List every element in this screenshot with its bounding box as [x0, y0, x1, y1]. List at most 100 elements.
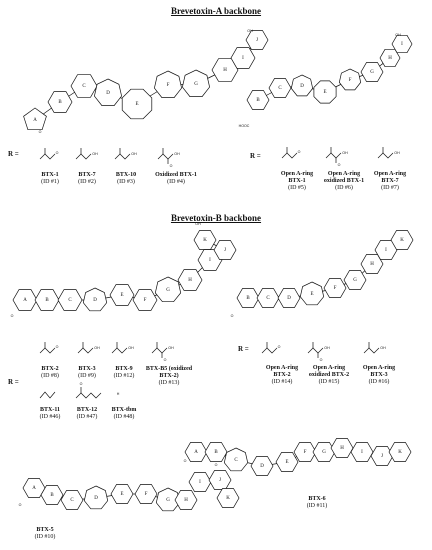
b-open-ring [360, 254, 384, 274]
heading-brevetoxin-a: Brevetoxin-A backbone [170, 6, 262, 16]
r-group-bond [363, 347, 380, 354]
ring-letter: D [260, 464, 264, 469]
ring-letter: E [285, 460, 288, 465]
btx6-ring [223, 447, 249, 472]
compound-label: BTX-3(ID #9) [78, 366, 96, 379]
compound-label: Open A-ring BTX-7(ID #7) [373, 171, 407, 191]
r-group-bond [325, 152, 342, 159]
compound-label: Oxidized BTX-1(ID #4) [155, 172, 197, 185]
a-backbone-ring [154, 70, 182, 98]
compound-label: BTX-9(ID #12) [113, 366, 135, 379]
ring-letter: G [166, 498, 170, 503]
ring-letter: C [68, 298, 72, 303]
a-open-ring [360, 62, 384, 82]
ring-letter: J [224, 248, 226, 253]
b-backbone-ring [213, 240, 237, 260]
ring-letter: D [287, 296, 291, 301]
ring-letter: J [256, 38, 258, 43]
hydroxyl-label: OH [324, 346, 330, 350]
ring-letter: C [266, 296, 270, 301]
ring-letter: A [32, 486, 36, 491]
hydroxyl-label: OH [128, 346, 134, 350]
ring-letter: A [33, 118, 37, 123]
oxygen-label: O [56, 345, 59, 349]
oxygen-label: O [11, 314, 14, 318]
compound-label: BTX-5(ID #10) [34, 527, 56, 540]
oxygen-label: O [80, 382, 83, 386]
r-group-bond [39, 153, 56, 160]
btx6-ring [275, 452, 299, 472]
r-group-bond [39, 347, 56, 354]
ring-letter: C [82, 84, 86, 89]
btx5-ring [110, 484, 134, 504]
oxygen-label: O [231, 314, 234, 318]
ring-letter: D [93, 298, 97, 303]
btx5-ring [60, 490, 84, 510]
ring-letter: K [400, 238, 404, 243]
compound-label: Open A-ring oxidized BTX-1(ID #6) [323, 171, 365, 191]
oxygen-label: O [215, 463, 218, 467]
r-group-bond [77, 347, 94, 354]
hydroxyl-label: OH [247, 29, 253, 33]
ring-letter: H [388, 56, 392, 61]
b-open-ring [374, 240, 398, 260]
a-backbone-ring [182, 69, 210, 97]
hydroxyl-label: OH [94, 346, 100, 350]
b-backbone-ring [193, 230, 217, 250]
ring-letter: H [370, 262, 374, 267]
compound-label: Open A-ring oxidized BTX-2(ID #15) [308, 365, 350, 385]
oxygen-label: O [39, 130, 42, 134]
ring-letter: F [349, 78, 352, 83]
compound-label: BTX-12(ID #47) [76, 407, 98, 420]
b-backbone-ring [82, 287, 108, 312]
oxygen-label: O [278, 345, 281, 349]
a-open-ring [379, 48, 401, 68]
ring-letter: F [167, 83, 170, 88]
ring-letter: E [135, 102, 138, 107]
hydroxyl-label: OH [394, 151, 400, 155]
compound-label: BTX-B5 (oxidized BTX-2)(ID #13) [145, 366, 193, 386]
ring-letter: H [188, 278, 192, 283]
hydroxyl-label: OH [168, 346, 174, 350]
r-group-bond [307, 347, 324, 354]
compound-label: BTX-2(ID #8) [41, 366, 59, 379]
a-backbone-ring [47, 91, 73, 113]
r-label-b-open: R = [238, 345, 249, 353]
ring-letter: B [45, 298, 49, 303]
ring-letter: G [166, 288, 170, 293]
a-backbone-ring [121, 88, 153, 120]
oxygen-label: O [170, 164, 173, 168]
b-open-ring [277, 288, 301, 308]
a-backbone-ring [94, 78, 122, 106]
a-backbone-ring [211, 58, 239, 82]
ring-letter: C [278, 86, 282, 91]
b-backbone-ring [132, 289, 158, 311]
a-open-ring [290, 74, 314, 97]
hydrogen-label: H [117, 392, 120, 396]
r-group-bond [39, 391, 56, 399]
ring-letter: K [203, 238, 207, 243]
b-backbone-ring [154, 276, 182, 303]
oxygen-label: O [338, 163, 341, 167]
compound-label: Open A-ring BTX-3(ID #16) [362, 365, 396, 385]
r-group-bond [111, 347, 128, 354]
ring-letter: B [246, 296, 250, 301]
ring-letter: C [234, 458, 238, 463]
compound-label: Open A-ring BTX-1(ID #5) [280, 171, 314, 191]
ring-letter: E [120, 293, 123, 298]
a-open-ring [391, 34, 413, 54]
hydroxyl-label: OH [92, 152, 98, 156]
hydroxyl-label: OH [380, 346, 386, 350]
ring-letter: G [353, 278, 357, 283]
ring-letter: C [70, 498, 74, 503]
ring-letter: E [310, 292, 313, 297]
btx5-ring [83, 485, 109, 510]
r-group-bond [114, 153, 131, 160]
ring-letter: F [334, 286, 337, 291]
ring-letter: H [340, 446, 344, 451]
ring-letter: H [184, 498, 188, 503]
a-backbone-ring [23, 107, 47, 131]
r-group-bond [157, 153, 174, 160]
oxygen-label: O [320, 358, 323, 362]
ring-letter: G [322, 450, 326, 455]
